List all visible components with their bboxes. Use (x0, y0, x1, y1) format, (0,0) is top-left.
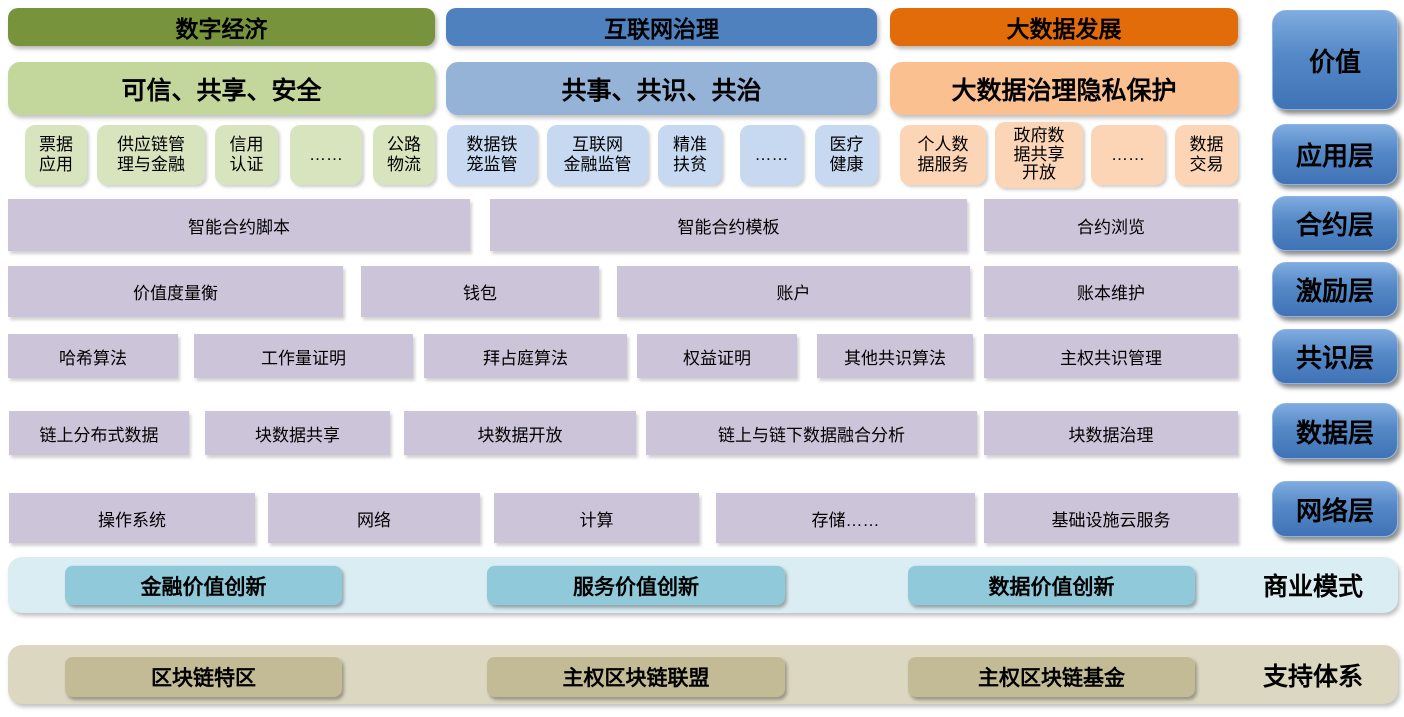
band-item: 服务价值创新 (487, 565, 785, 605)
layer-button-consensus: 共识层 (1272, 329, 1398, 384)
module-box: 合约浏览 (984, 199, 1238, 251)
band-item: 主权区块链联盟 (487, 656, 785, 697)
band-label-business-model: 商业模式 (1262, 573, 1363, 601)
module-box: 块数据共享 (205, 411, 390, 455)
app-box: 精准 扶贫 (658, 125, 722, 185)
module-box: 链上与链下数据融合分析 (646, 411, 977, 455)
band-label-support-system: 支持体系 (1262, 662, 1363, 691)
app-box: 票据 应用 (25, 125, 87, 185)
layer-button-incentive: 激励层 (1272, 262, 1398, 317)
header-bigdata-development: 大数据发展 (890, 8, 1238, 46)
sub-trusted-shared-secure: 可信、共享、安全 (8, 62, 435, 115)
app-box: 供应链管 理与金融 (97, 125, 205, 185)
module-box: 智能合约脚本 (8, 199, 470, 251)
module-box: 智能合约模板 (490, 199, 967, 251)
app-box: 公路 物流 (373, 125, 435, 185)
module-box: 工作量证明 (194, 334, 413, 378)
app-box-ellipsis: …… (1091, 125, 1165, 185)
module-box: 权益证明 (637, 334, 797, 378)
layer-button-data: 数据层 (1272, 403, 1398, 459)
band-item: 金融价值创新 (65, 565, 342, 605)
layer-button-contract: 合约层 (1272, 196, 1398, 251)
band-item: 区块链特区 (65, 656, 342, 697)
module-box: 账本维护 (984, 266, 1238, 317)
module-box: 其他共识算法 (817, 334, 973, 378)
layer-button-network: 网络层 (1272, 481, 1398, 537)
module-box: 存储…… (716, 493, 975, 543)
module-box: 拜占庭算法 (424, 334, 627, 378)
app-box: 数据 交易 (1175, 125, 1238, 185)
module-box: 网络 (268, 493, 480, 543)
app-box-ellipsis: …… (740, 125, 803, 185)
module-box: 操作系统 (9, 493, 255, 543)
app-box: 医疗 健康 (815, 125, 878, 185)
module-box: 账户 (617, 266, 970, 317)
module-box: 块数据开放 (404, 411, 636, 455)
module-box: 钱包 (361, 266, 599, 317)
layer-button-value: 价值 (1272, 10, 1398, 110)
layer-button-application: 应用层 (1272, 124, 1398, 185)
module-box: 哈希算法 (8, 334, 178, 378)
app-box: 互联网 金融监管 (547, 125, 648, 185)
module-box: 计算 (494, 493, 699, 543)
app-box: 数据铁 笼监管 (447, 125, 537, 185)
header-digital-economy: 数字经济 (8, 8, 435, 46)
band-item: 主权区块链基金 (908, 656, 1195, 697)
app-box-ellipsis: …… (290, 125, 362, 185)
module-box: 价值度量衡 (8, 266, 343, 317)
sub-bigdata-privacy-protection: 大数据治理隐私保护 (890, 62, 1238, 115)
band-item: 数据价值创新 (908, 565, 1195, 605)
module-box: 基础设施云服务 (984, 493, 1238, 543)
app-box: 信用 认证 (215, 125, 278, 185)
header-internet-governance: 互联网治理 (446, 8, 877, 46)
module-box: 块数据治理 (984, 411, 1238, 455)
module-box: 主权共识管理 (984, 334, 1238, 378)
module-box: 链上分布式数据 (9, 411, 189, 455)
sub-co-governance: 共事、共识、共治 (446, 62, 877, 115)
app-box: 个人数 据服务 (900, 125, 986, 185)
app-box: 政府数 据共享 开放 (995, 122, 1083, 188)
